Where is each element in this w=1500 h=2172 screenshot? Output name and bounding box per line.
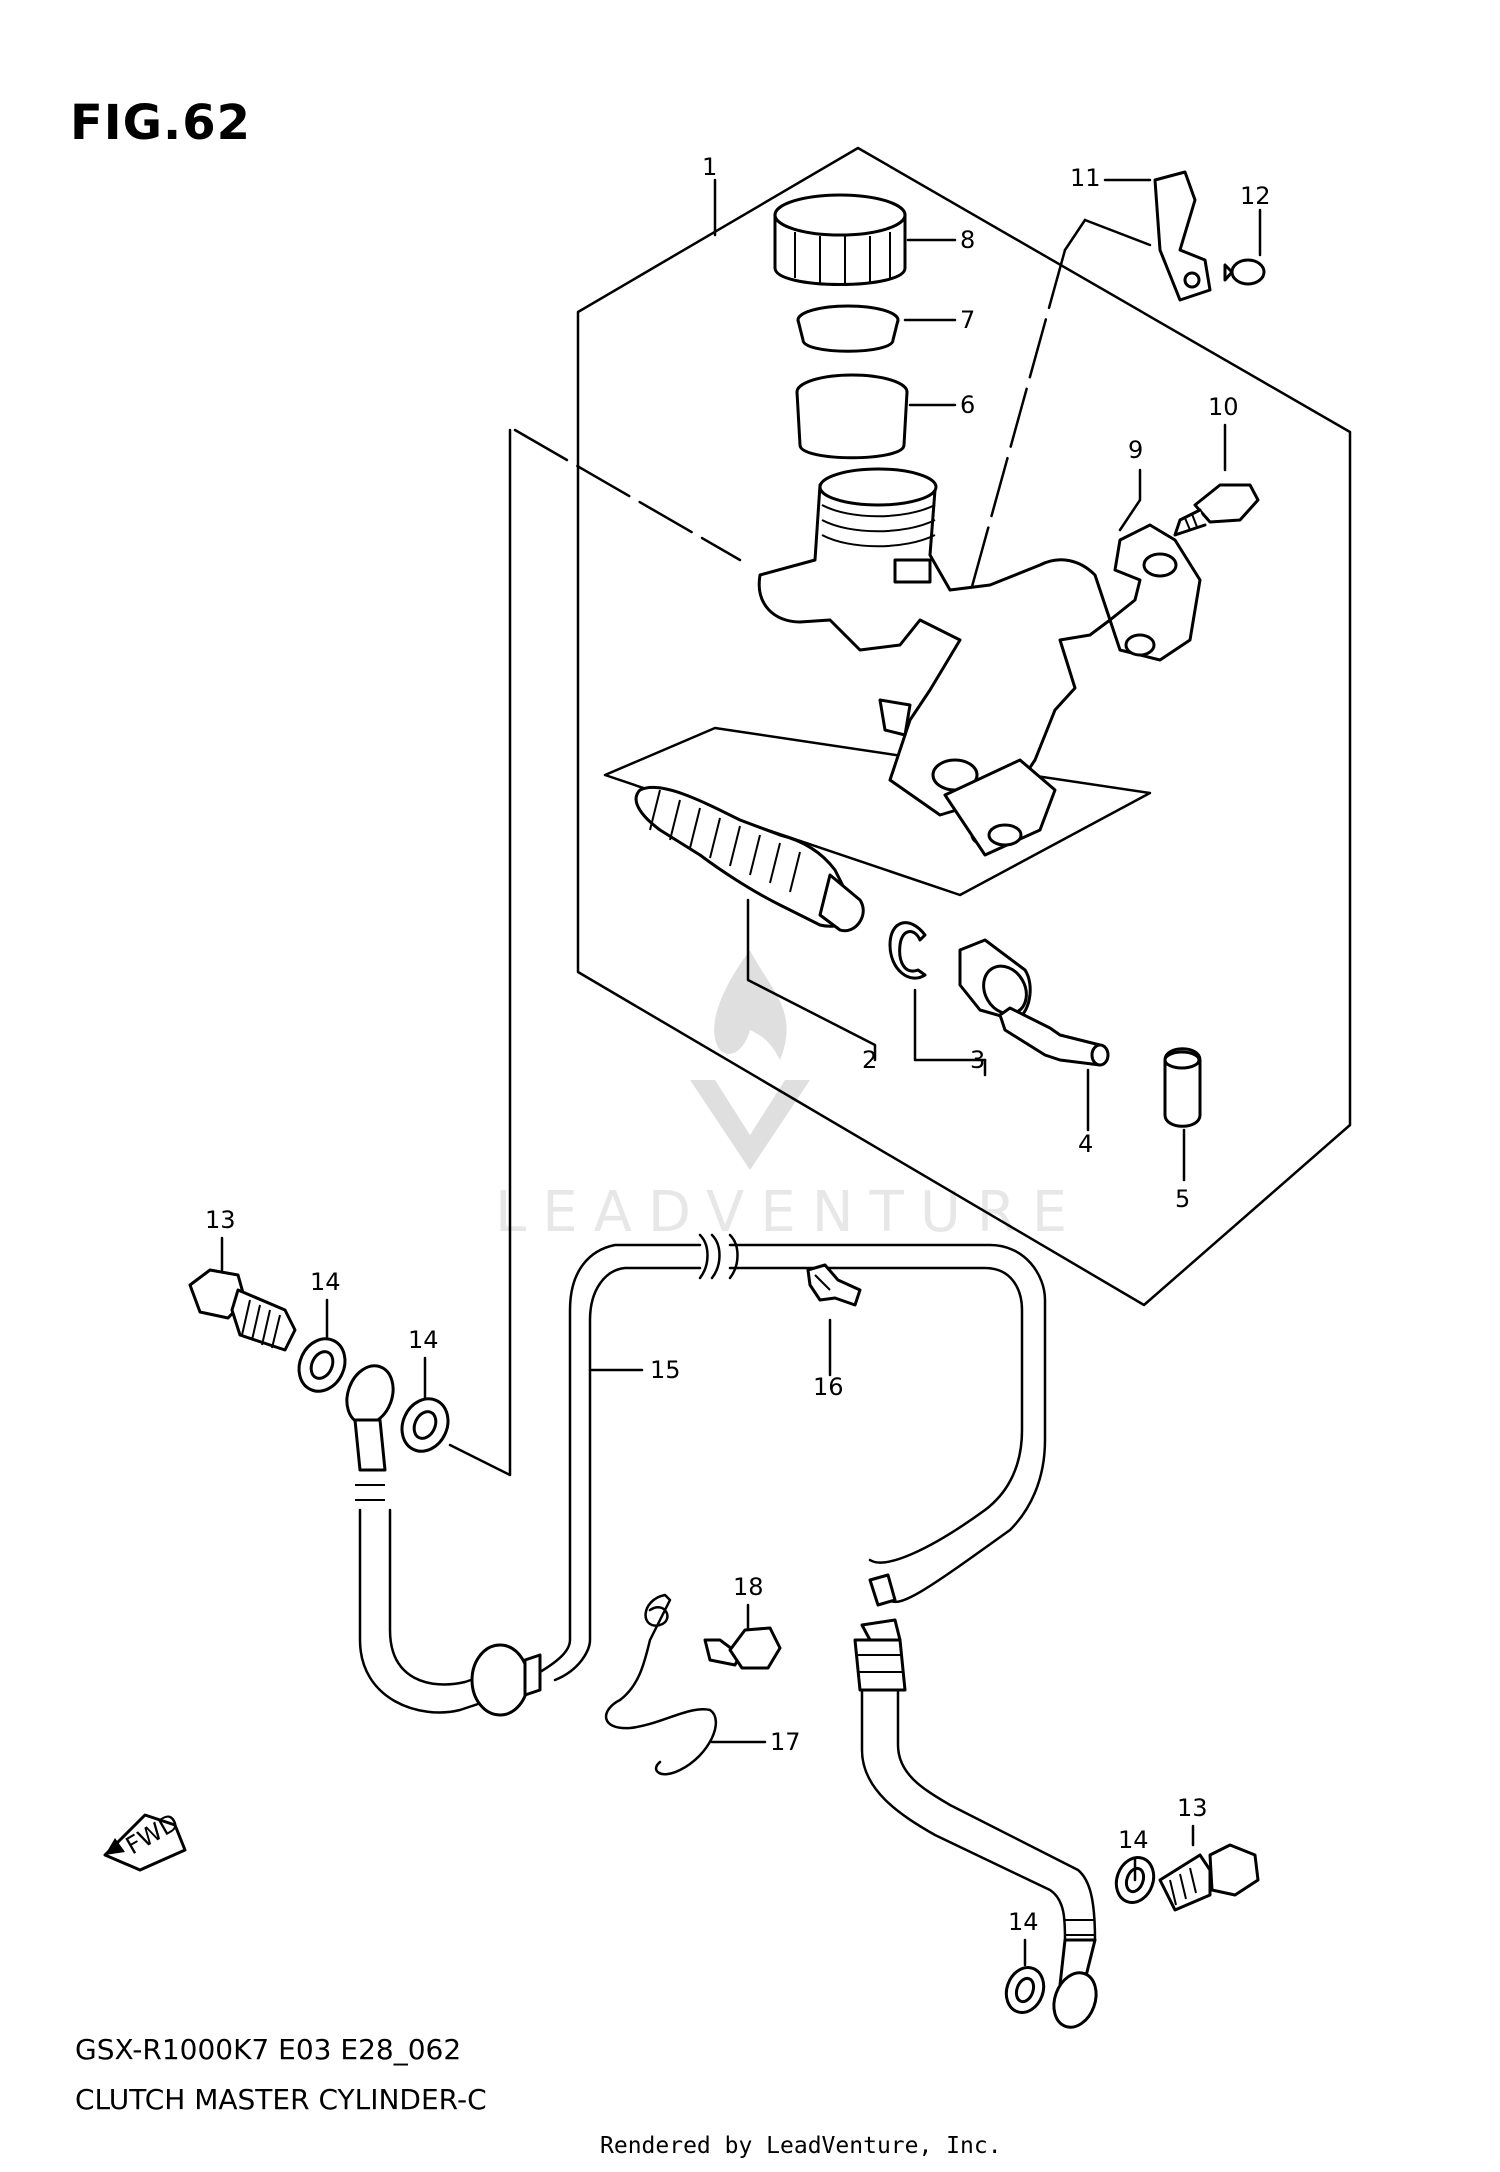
push-rod-icon [998, 1006, 1110, 1067]
bracket-icon [1153, 170, 1212, 302]
master-cylinder-body-icon [757, 467, 1112, 857]
diaphragm-icon [795, 373, 909, 460]
callout-4: 4 [1078, 1130, 1093, 1158]
callout-14-d: 14 [1008, 1908, 1039, 1936]
rod-cap-icon [1163, 1047, 1202, 1128]
callout-10: 10 [1208, 393, 1239, 421]
washer-right-2-hole [1014, 1976, 1036, 2004]
callout-9: 9 [1128, 436, 1143, 464]
screw-icon [1223, 258, 1266, 286]
callout-15: 15 [650, 1356, 681, 1384]
callout-17: 17 [770, 1728, 801, 1756]
wire-clip-icon [604, 1593, 718, 1776]
union-bolt-right-icon [1158, 1843, 1260, 1912]
callout-16: 16 [813, 1373, 844, 1401]
callout-2: 2 [862, 1046, 877, 1074]
callout-12: 12 [1240, 182, 1271, 210]
callout-14-c: 14 [1118, 1826, 1149, 1854]
diagram-caption: CLUTCH MASTER CYLINDER-C [75, 2083, 487, 2116]
callout-13-right: 13 [1177, 1794, 1208, 1822]
figure-title: FIG.62 [70, 95, 252, 151]
callout-leaders [220, 178, 1262, 1967]
clamp-bolt-icon [1173, 483, 1260, 537]
guide-line-2 [958, 248, 1067, 632]
leadventure-logo-icon [690, 950, 810, 1170]
hose-clamp-icon [806, 1263, 862, 1307]
render-credit: Rendered by LeadVenture, Inc. [600, 2133, 1002, 2159]
guide-line-1 [513, 428, 742, 562]
callout-6: 6 [960, 391, 975, 419]
callout-5: 5 [1175, 1185, 1190, 1213]
washer-left-2-hole [412, 1410, 438, 1440]
guide-line-11b [1063, 218, 1087, 252]
callout-1: 1 [702, 153, 717, 181]
boot-icon [958, 938, 1032, 1022]
callout-14-b: 14 [408, 1326, 439, 1354]
hose-guide-line [448, 428, 512, 1477]
callout-3: 3 [970, 1046, 985, 1074]
piston-spring-icon [634, 785, 865, 933]
washer-left-1-hole [309, 1350, 335, 1380]
callout-7: 7 [960, 306, 975, 334]
mounting-bolt-icon [703, 1626, 782, 1670]
reservoir-cap-icon [773, 193, 907, 286]
guide-line-11 [1083, 218, 1152, 247]
callout-14-a: 14 [310, 1268, 341, 1296]
forward-arrow-icon [103, 1813, 187, 1872]
clutch-hose-icon [345, 1233, 1098, 2029]
callout-18: 18 [733, 1573, 764, 1601]
circlip-icon [888, 921, 927, 980]
union-bolt-left-icon [188, 1268, 297, 1352]
diaphragm-plate-icon [796, 304, 900, 353]
watermark-text: LEADVENTURE [495, 1180, 1084, 1245]
callout-11: 11 [1070, 164, 1101, 192]
callout-13-left: 13 [205, 1206, 236, 1234]
callout-8: 8 [960, 226, 975, 254]
piston-kit-outline [603, 726, 1152, 897]
clamp-icon [1108, 523, 1202, 662]
model-code: GSX-R1000K7 E03 E28_062 [75, 2033, 462, 2066]
assembly-outline [576, 146, 1352, 1307]
